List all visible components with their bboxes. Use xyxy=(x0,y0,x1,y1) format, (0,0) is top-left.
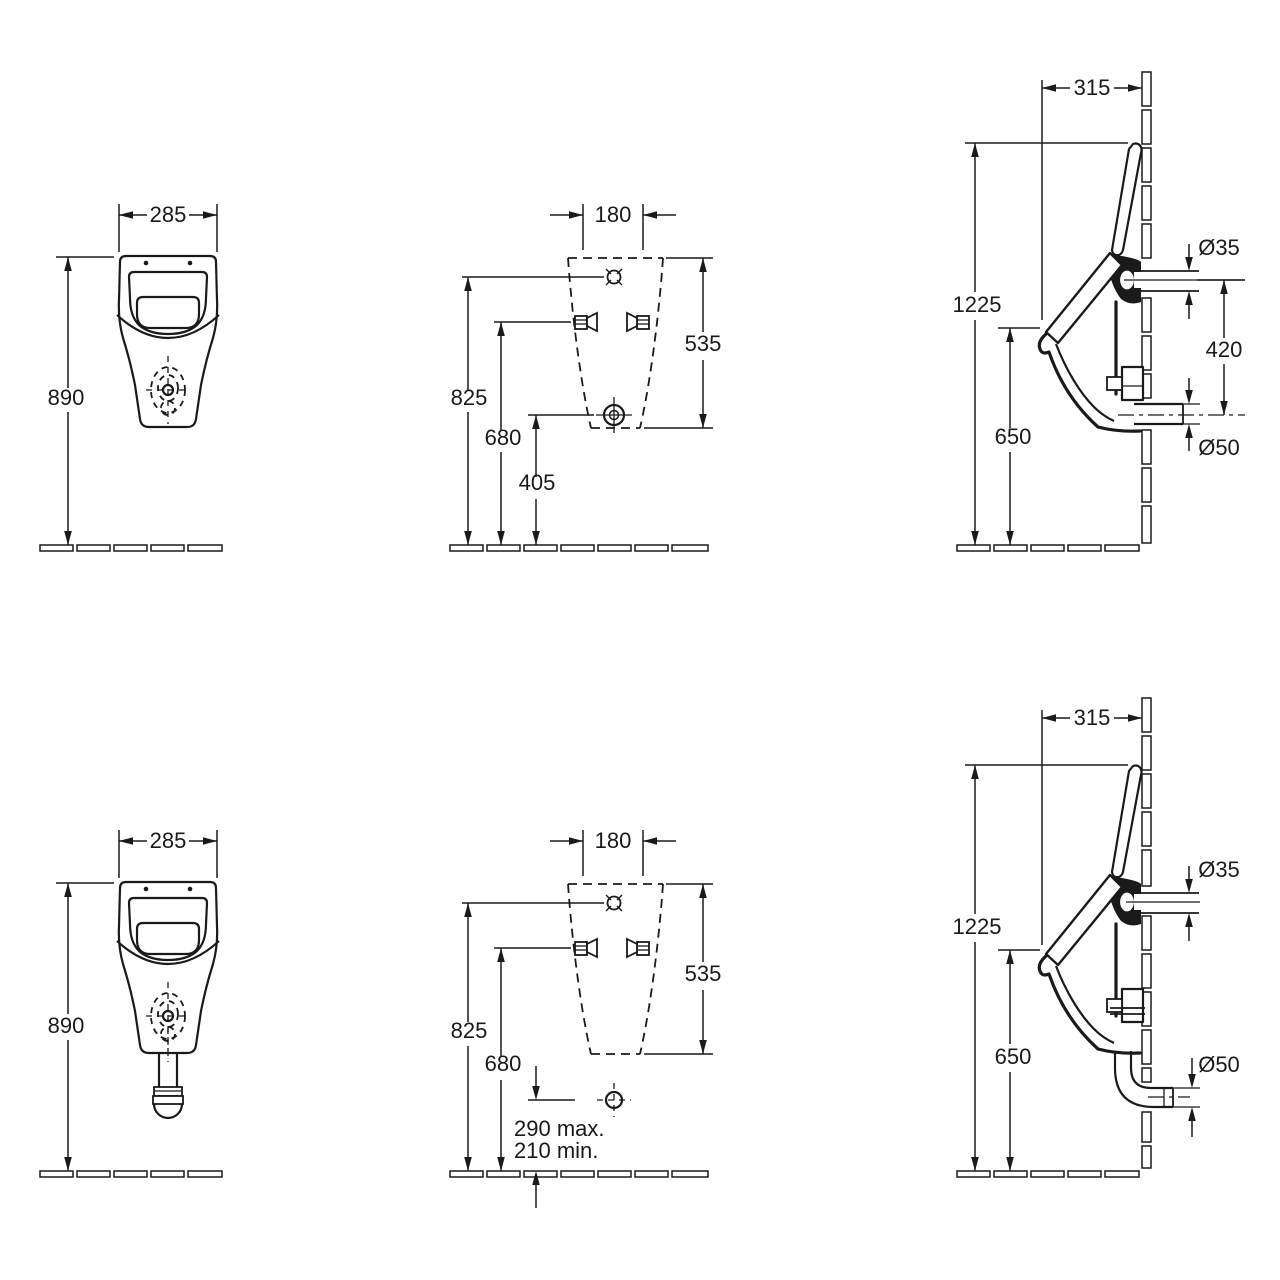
dim-rim-650: 650 xyxy=(995,949,1040,1171)
dim-height-label: 890 xyxy=(48,385,85,410)
dim-body-label: 535 xyxy=(685,331,722,356)
dim-width-285: 285 xyxy=(118,202,218,252)
dim-body-label: 535 xyxy=(685,961,722,986)
dim-outlet-405: 405 xyxy=(519,414,594,545)
floor-hatch xyxy=(449,544,709,552)
dim-overall-1225: 1225 xyxy=(953,142,1128,545)
dim-rim-label: 650 xyxy=(995,424,1032,449)
dim-inlet-label: 825 xyxy=(451,1018,488,1043)
wall-hatch xyxy=(1141,71,1152,544)
dim-height-label: 890 xyxy=(48,1013,85,1038)
urinal-side-profile xyxy=(1037,763,1145,1055)
floor-hatch xyxy=(449,1170,709,1178)
urinal-front-body xyxy=(115,254,221,429)
dim-body-535: 535 xyxy=(644,257,722,429)
dim-outlet-max-label: 290 max. xyxy=(514,1116,605,1141)
dim-height-890: 890 xyxy=(48,256,114,545)
urinal-rear-outline xyxy=(567,883,664,1055)
front-view-exposed: 285 890 xyxy=(39,828,223,1178)
dim-spacing-180: 180 xyxy=(550,202,676,250)
dim-fixing-label: 680 xyxy=(485,425,522,450)
side-view-concealed: 315 1225 650 Ø35 420 Ø50 xyxy=(953,71,1245,552)
trap-siphon xyxy=(152,1028,184,1120)
dim-outlet-dia-50: Ø50 xyxy=(1188,1052,1240,1137)
dim-outlet-dia-50: Ø50 xyxy=(1185,378,1240,460)
outlet-marker xyxy=(597,1083,631,1117)
urinal-rear-outline xyxy=(567,257,664,429)
dim-depth-label: 315 xyxy=(1074,75,1111,100)
wall-hatch xyxy=(1141,697,1152,1169)
dim-inlet-label: 825 xyxy=(451,385,488,410)
dim-gap-label: 420 xyxy=(1206,337,1243,362)
dim-outlet-dia-label: Ø50 xyxy=(1198,435,1240,460)
dim-outlet-label: 405 xyxy=(519,470,556,495)
rear-view-concealed: 180 825 680 405 535 xyxy=(449,202,722,552)
dim-depth-315: 315 xyxy=(1041,705,1142,945)
dim-rim-label: 650 xyxy=(995,1044,1032,1069)
dim-spacing-label: 180 xyxy=(595,202,632,227)
dim-height-890: 890 xyxy=(48,882,114,1171)
outlet-marker xyxy=(596,397,632,433)
front-view-concealed: 285 890 xyxy=(39,202,223,552)
urinal-front-body xyxy=(115,880,221,1055)
dim-width-label: 285 xyxy=(150,828,187,853)
dim-depth-label: 315 xyxy=(1074,705,1111,730)
dim-inlet-825: 825 xyxy=(451,902,604,1171)
dim-overall-label: 1225 xyxy=(953,292,1002,317)
dim-fixing-680: 680 xyxy=(485,321,571,545)
inlet-pipe xyxy=(1124,270,1245,292)
dim-outlet-dia-label: Ø50 xyxy=(1198,1052,1240,1077)
dim-outlet-min-label: 210 min. xyxy=(514,1138,598,1163)
dim-overall-label: 1225 xyxy=(953,914,1002,939)
dim-inlet-dia-35: Ø35 xyxy=(1185,857,1240,941)
dim-fixing-680: 680 xyxy=(485,947,571,1171)
floor-hatch xyxy=(39,544,223,552)
floor-hatch xyxy=(956,1170,1140,1178)
dim-inlet-825: 825 xyxy=(451,276,604,545)
dim-rim-650: 650 xyxy=(995,327,1040,545)
floor-hatch xyxy=(39,1170,223,1178)
trap-siphon xyxy=(1110,1007,1200,1109)
dim-inlet-dia-label: Ø35 xyxy=(1198,857,1240,882)
dim-gap-420: 420 xyxy=(1197,279,1245,415)
floor-hatch xyxy=(956,544,1140,552)
dim-fixing-label: 680 xyxy=(485,1051,522,1076)
dim-body-535: 535 xyxy=(644,883,722,1055)
side-view-exposed: 315 1225 650 Ø35 Ø50 xyxy=(953,697,1240,1178)
dim-inlet-dia-35: Ø35 xyxy=(1185,235,1240,319)
rear-view-exposed: 180 825 680 535 290 max. 210 min. xyxy=(449,828,722,1208)
dim-width-285: 285 xyxy=(118,828,218,878)
dim-overall-1225: 1225 xyxy=(953,764,1128,1171)
dim-depth-315: 315 xyxy=(1041,75,1142,320)
dim-spacing-180: 180 xyxy=(550,828,676,876)
dim-width-label: 285 xyxy=(150,202,187,227)
urinal-side-profile xyxy=(1037,141,1145,433)
dim-inlet-dia-label: Ø35 xyxy=(1198,235,1240,260)
dim-spacing-label: 180 xyxy=(595,828,632,853)
dim-outlet-drop: 290 max. 210 min. xyxy=(514,1066,605,1208)
inlet-pipe xyxy=(1126,892,1200,914)
